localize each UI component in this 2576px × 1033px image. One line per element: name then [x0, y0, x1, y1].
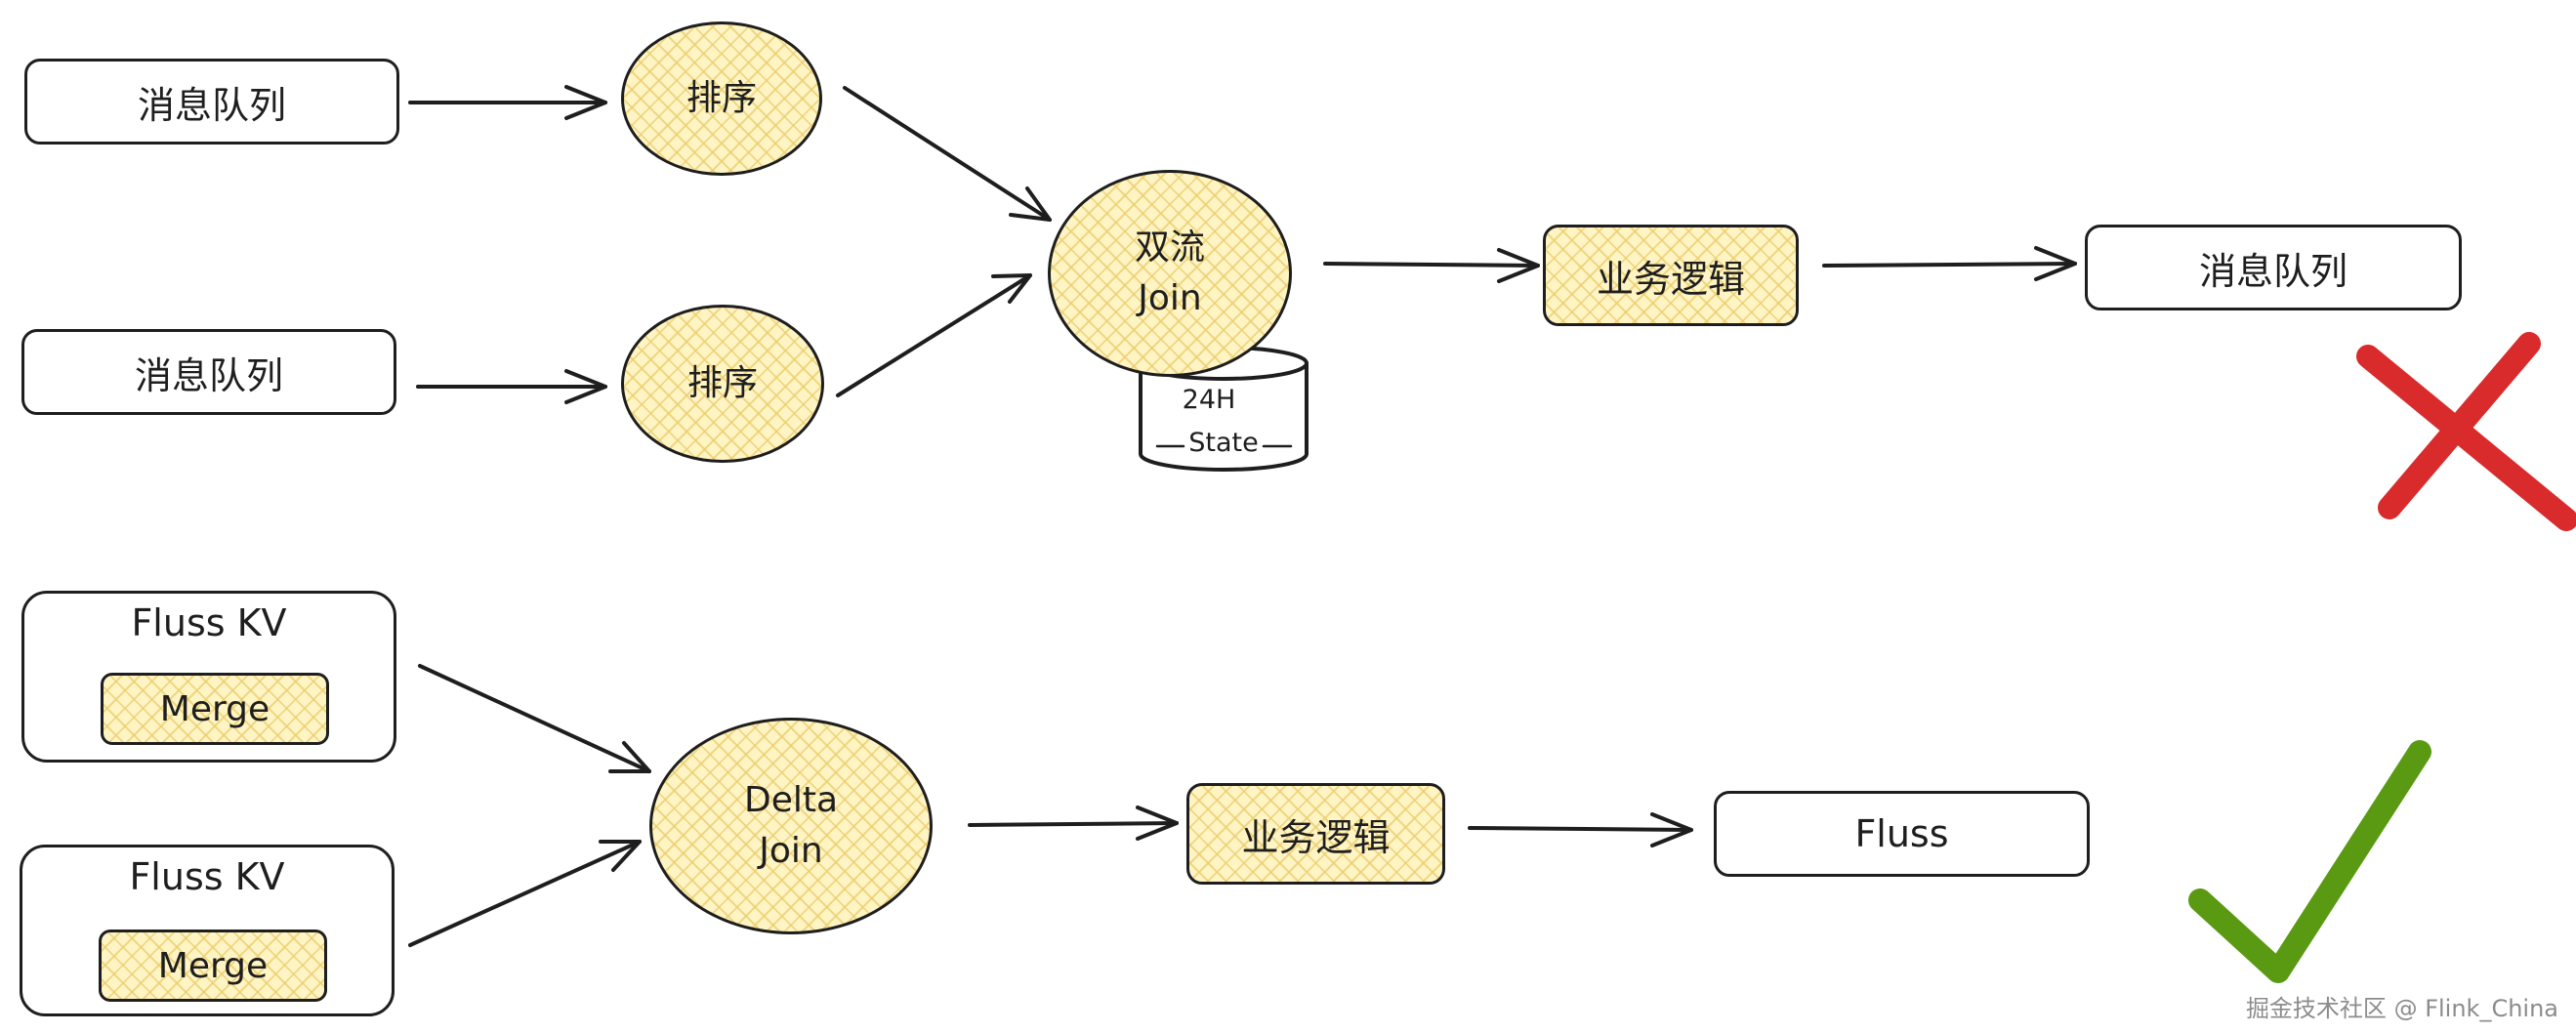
- state-retention-label: 24H: [1182, 385, 1236, 415]
- arrow-kv-b-to-delta-join: [408, 840, 642, 947]
- arrow-source-b-to-sort-b: [416, 369, 607, 404]
- delta-join-label: Delta: [743, 779, 839, 820]
- business-logic-box-top: 业务逻辑: [1543, 225, 1799, 326]
- merge-b-label: Merge: [157, 945, 269, 986]
- dual-stream-join-node: 双流 Join: [1048, 170, 1292, 377]
- message-queue-sink-label: 消息队列: [2198, 249, 2347, 293]
- arrow-source-a-to-sort-a: [408, 85, 607, 120]
- fluss-kv-b-title: Fluss KV: [129, 855, 285, 898]
- business-logic-bottom-label: 业务逻辑: [1241, 815, 1391, 859]
- delta-join-node: Delta Join: [649, 718, 933, 934]
- sort-node-a: 排序: [621, 21, 822, 176]
- dual-stream-join-sublabel: Join: [1138, 278, 1202, 318]
- merge-a-label: Merge: [159, 688, 270, 729]
- merge-box-a: Merge: [101, 673, 329, 745]
- message-queue-source-a-label: 消息队列: [137, 83, 286, 127]
- arrow-sort-a-to-join: [843, 86, 1052, 222]
- red-cross-icon: [2356, 332, 2576, 531]
- green-check-icon: [2188, 740, 2431, 983]
- delta-join-sublabel: Join: [759, 831, 823, 871]
- dual-stream-join-label: 双流: [1134, 227, 1205, 268]
- message-queue-source-a: 消息队列: [24, 59, 399, 145]
- arrow-sort-b-to-join: [836, 273, 1032, 397]
- arrow-kv-a-to-delta-join: [418, 664, 651, 773]
- fluss-kv-source-a: Fluss KV Merge: [21, 591, 396, 763]
- message-queue-sink: 消息队列: [2085, 225, 2462, 310]
- arrow-logic-to-sink: [1822, 246, 2077, 281]
- arrow-logic-to-fluss: [1468, 812, 1693, 847]
- fluss-kv-source-b: Fluss KV Merge: [20, 845, 395, 1016]
- arrow-join-to-logic: [1323, 248, 1540, 283]
- fluss-sink: Fluss: [1714, 791, 2090, 877]
- sort-node-a-label: 排序: [686, 77, 757, 118]
- merge-box-b: Merge: [99, 930, 327, 1002]
- sort-node-b: 排序: [621, 305, 824, 463]
- fluss-sink-label: Fluss: [1854, 812, 1949, 855]
- business-logic-box-bottom: 业务逻辑: [1186, 783, 1445, 885]
- watermark: 掘金技术社区 @ Flink_China: [2245, 995, 2558, 1022]
- sort-node-b-label: 排序: [686, 362, 758, 403]
- state-label: State: [1188, 428, 1259, 458]
- message-queue-source-b-label: 消息队列: [134, 353, 283, 397]
- business-logic-top-label: 业务逻辑: [1596, 257, 1745, 301]
- arrow-delta-join-to-logic: [968, 806, 1179, 841]
- message-queue-source-b: 消息队列: [21, 329, 396, 415]
- fluss-kv-a-title: Fluss KV: [131, 601, 287, 644]
